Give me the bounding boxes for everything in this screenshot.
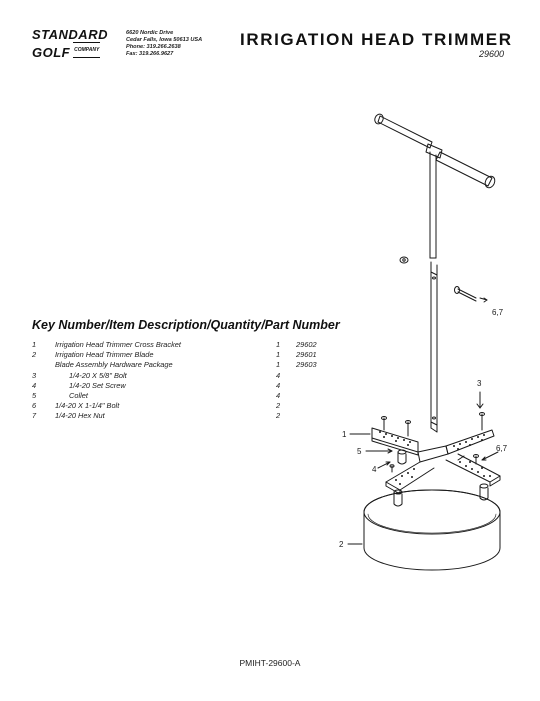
hex-nut-icon	[399, 256, 409, 264]
part-description: Irrigation Head Trimmer Blade	[55, 350, 154, 360]
table-row: 7 1/4-20 Hex Nut 2	[32, 411, 322, 421]
parts-list: 1 Irrigation Head Trimmer Cross Bracket …	[32, 340, 322, 422]
part-number: 29601	[296, 350, 317, 360]
logo-line-standard: STANDARD	[32, 27, 108, 42]
part-description: 1/4-20 Set Screw	[69, 380, 126, 390]
part-quantity: 4	[276, 390, 281, 400]
part-quantity: 4	[276, 370, 281, 380]
part-key: 7	[32, 411, 37, 421]
callout-6-7-side: 6,7	[496, 444, 508, 453]
address-line-city: Cedar Falls, Iowa 50613 USA	[126, 37, 203, 43]
trimmer-blade-ring	[363, 489, 501, 571]
table-row: 1 Irrigation Head Trimmer Cross Bracket …	[32, 340, 322, 350]
address-line-street: 6620 Nordic Drive	[126, 30, 174, 36]
callout-3: 3	[477, 379, 482, 388]
callout-6-7-top: 6,7	[492, 308, 504, 317]
cross-bracket	[371, 427, 501, 495]
bolt-icon	[454, 286, 488, 303]
bracket-bolt-icon	[381, 412, 485, 465]
logo-line-golf: GOLF COMPANY	[32, 42, 124, 60]
callout-leaders	[347, 391, 499, 545]
part-description: Collet	[69, 390, 88, 400]
part-key: 3	[32, 370, 37, 380]
part-quantity: 2	[276, 411, 281, 421]
handle-grip-right	[435, 151, 493, 187]
standard-golf-logo: STANDARD GOLF COMPANY	[32, 28, 124, 60]
handle-grip-left-end	[374, 113, 384, 125]
callout-1: 1	[342, 430, 347, 439]
part-key: 1	[32, 340, 37, 349]
document-number: PMIHT-29600-A	[239, 658, 301, 668]
part-description: Irrigation Head Trimmer Cross Bracket	[55, 340, 181, 349]
table-row: 4 1/4-20 Set Screw 4	[32, 381, 322, 391]
upper-shaft	[429, 151, 437, 259]
company-address: 6620 Nordic Drive Cedar Falls, Iowa 5061…	[126, 30, 202, 58]
part-quantity: 1	[276, 340, 281, 349]
handle-crossbar-hub	[425, 143, 443, 159]
t-handle	[374, 113, 496, 189]
part-key: 4	[32, 380, 37, 390]
part-key: 6	[32, 401, 37, 411]
document-title: IRRIGATION HEAD TRIMMER	[240, 30, 513, 49]
callout-5: 5	[357, 447, 362, 456]
part-quantity: 2	[276, 401, 281, 411]
part-quantity: 1	[276, 350, 281, 360]
collet-icon	[393, 449, 489, 507]
logo-company-text: COMPANY	[73, 42, 101, 58]
part-description: 1/4-20 Hex Nut	[55, 411, 105, 421]
address-line-fax: Fax: 319.266.9627	[126, 51, 174, 57]
part-quantity: 4	[276, 380, 281, 390]
lower-shaft	[430, 261, 438, 433]
part-key: 5	[32, 390, 37, 400]
table-row: 6 1/4-20 X 1-1/4" Bolt 2	[32, 401, 322, 411]
table-row: 2 Irrigation Head Trimmer Blade 1 29601	[32, 350, 322, 360]
part-number: 29602	[296, 340, 317, 349]
part-description: 1/4-20 X 1-1/4" Bolt	[55, 401, 120, 411]
callout-4: 4	[372, 465, 377, 474]
handle-grip-left	[377, 115, 433, 149]
callout-2: 2	[339, 540, 344, 549]
part-number: 29603	[296, 360, 317, 370]
set-screw-icon	[389, 455, 465, 473]
logo-golf-text: GOLF	[32, 45, 71, 60]
part-key: 2	[32, 350, 37, 360]
part-description: 1/4-20 X 5/8" Bolt	[69, 370, 127, 380]
table-row: 3 1/4-20 X 5/8" Bolt 4	[32, 371, 322, 381]
handle-grip-right-end	[484, 175, 496, 189]
table-row: 5 Collet 4	[32, 391, 322, 401]
part-quantity: 1	[276, 360, 281, 370]
table-row: Blade Assembly Hardware Package 1 29603	[32, 360, 322, 370]
model-number: 29600	[478, 49, 504, 59]
trimmer-exploded-diagram: 6,7 3 1 5 4 6,7 2	[300, 100, 540, 620]
parts-list-heading: Key Number/Item Description/Quantity/Par…	[32, 318, 340, 332]
address-line-phone: Phone: 319.266.2638	[126, 44, 181, 50]
part-description: Blade Assembly Hardware Package	[55, 360, 173, 370]
